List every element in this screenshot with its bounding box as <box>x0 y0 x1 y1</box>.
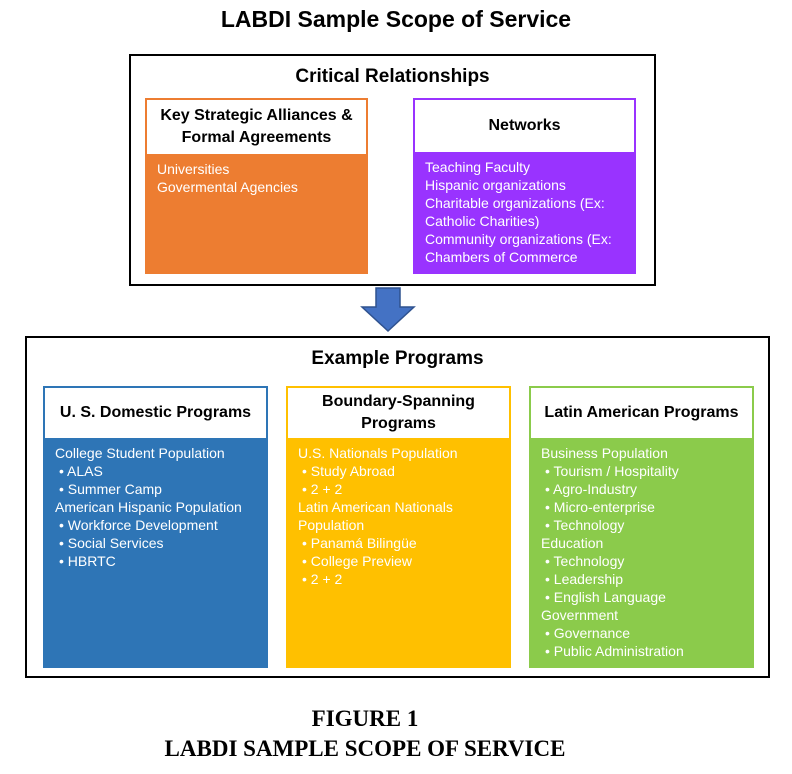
list-item: • Technology <box>545 517 625 533</box>
latin-programs-heading: Latin American Programs <box>531 388 752 438</box>
figure-caption-number: FIGURE 1 <box>311 706 419 731</box>
networks-heading: Networks <box>415 100 634 152</box>
list-item: • Technology <box>545 553 625 569</box>
domestic-programs-heading: U. S. Domestic Programs <box>45 388 266 438</box>
list-item: American Hispanic Population <box>55 499 242 515</box>
list-item: Universities <box>157 161 230 177</box>
down-arrow-icon <box>360 287 416 333</box>
list-item: • Governance <box>545 625 631 641</box>
example-programs-box: Example Programs U. S. Domestic Programs… <box>25 336 770 678</box>
critical-relationships-title: Critical Relationships <box>295 66 490 87</box>
example-programs-title: Example Programs <box>311 348 484 369</box>
list-item: Govermental Agencies <box>157 179 298 195</box>
alliances-heading: Key Strategic Alliances & Formal Agreeme… <box>147 100 366 154</box>
list-item: Population <box>298 517 365 533</box>
boundary-programs-card: Boundary-Spanning Programs U.S. National… <box>286 386 511 668</box>
figure-caption-title: LABDI SAMPLE SCOPE OF SERVICE <box>164 736 566 761</box>
list-item: • HBRTC <box>59 553 116 569</box>
list-item: • Public Administration <box>545 643 684 659</box>
list-item: Community organizations (Ex: <box>425 231 612 247</box>
latin-programs-card: Latin American Programs Business Populat… <box>529 386 754 668</box>
alliances-heading-line: Key Strategic Alliances & <box>160 107 353 125</box>
boundary-heading-line: Programs <box>361 415 436 432</box>
networks-body: Teaching Faculty Hispanic organizations … <box>415 152 634 272</box>
list-item: Government <box>541 607 619 623</box>
list-item: • 2 + 2 <box>302 571 343 587</box>
boundary-heading-line: Boundary-Spanning <box>322 393 475 411</box>
boundary-programs-body: U.S. Nationals Population • Study Abroad… <box>288 438 509 666</box>
alliances-card: Key Strategic Alliances & Formal Agreeme… <box>145 98 368 274</box>
list-item: • Leadership <box>545 571 624 587</box>
list-item: • College Preview <box>302 553 412 569</box>
list-item: College Student Population <box>55 445 225 461</box>
domestic-programs-body: College Student Population • ALAS • Summ… <box>45 438 266 666</box>
list-item: Business Population <box>541 445 668 461</box>
list-item: Chambers of Commerce <box>425 249 578 265</box>
list-item: • Study Abroad <box>302 463 395 479</box>
list-item: Charitable organizations (Ex: <box>425 195 605 211</box>
list-item: Latin American Nationals <box>298 499 453 515</box>
list-item: • 2 + 2 <box>302 481 343 497</box>
domestic-programs-card: U. S. Domestic Programs College Student … <box>43 386 268 668</box>
boundary-programs-heading: Boundary-Spanning Programs <box>288 388 509 438</box>
list-item: • Micro-enterprise <box>545 499 655 515</box>
critical-relationships-box: Critical Relationships Key Strategic All… <box>129 54 656 286</box>
list-item: • Workforce Development <box>59 517 218 533</box>
list-item: • ALAS <box>59 463 103 479</box>
list-item: • Panamá Bilingüe <box>302 535 417 551</box>
list-item: • Agro-Industry <box>545 481 638 497</box>
list-item: Education <box>541 535 604 551</box>
alliances-body: Universities Govermental Agencies <box>147 154 366 272</box>
list-item: • Tourism / Hospitality <box>545 463 679 479</box>
latin-programs-body: Business Population • Tourism / Hospital… <box>531 438 752 666</box>
list-item: • English Language <box>545 589 666 605</box>
networks-card: Networks Teaching Faculty Hispanic organ… <box>413 98 636 274</box>
list-item: Hispanic organizations <box>425 177 566 193</box>
list-item: U.S. Nationals Population <box>298 445 458 461</box>
list-item: Catholic Charities) <box>425 213 540 229</box>
list-item: • Social Services <box>59 535 164 551</box>
alliances-heading-line: Formal Agreements <box>181 129 332 146</box>
diagram-title: LABDI Sample Scope of Service <box>220 6 572 32</box>
list-item: Teaching Faculty <box>425 159 531 175</box>
list-item: • Summer Camp <box>59 481 162 497</box>
